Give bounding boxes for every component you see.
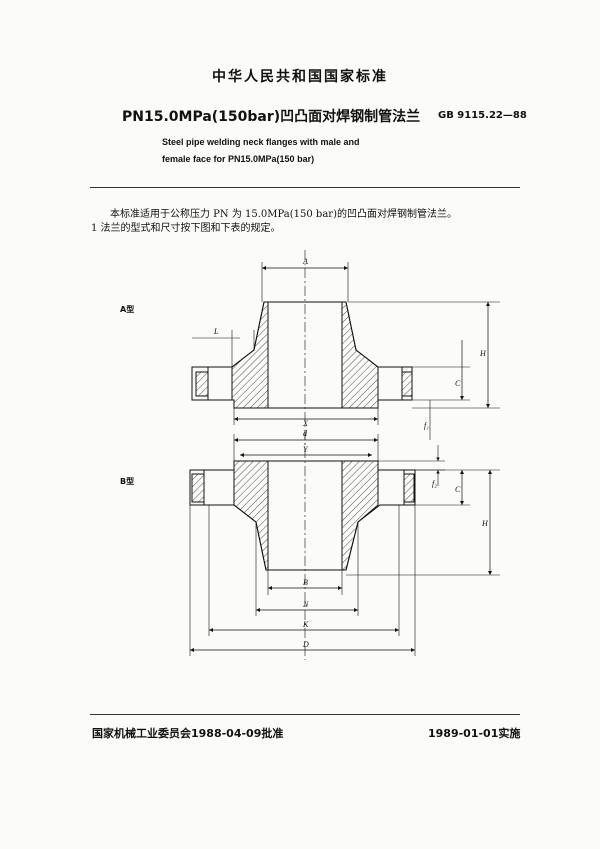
standard-title: PN15.0MPa(150bar)凹凸面对焊钢制管法兰 <box>122 109 421 125</box>
type-b-left-section <box>233 460 269 571</box>
dim-k-label: K <box>302 620 309 629</box>
dim-x-label: X <box>302 419 309 428</box>
english-title-line-1: Steel pipe welding neck flanges with mal… <box>162 137 360 147</box>
header-divider <box>90 187 520 188</box>
type-b-view <box>189 430 500 660</box>
dim-l-label: L <box>213 327 219 336</box>
dim-d-label: d <box>303 429 308 438</box>
standard-number: GB 9115.22—88 <box>438 110 527 121</box>
dim-f2-label: f₂ <box>432 479 437 488</box>
dim-h-label-a: H <box>479 349 487 358</box>
dim-c-label-b: C <box>455 485 461 494</box>
type-b-right-section <box>341 460 379 571</box>
approval-note: 国家机械工业委员会1988-04-09批准 <box>92 727 284 740</box>
type-a-left-section <box>231 301 269 409</box>
dim-d-outer-label: D <box>302 640 309 649</box>
national-standard-heading: 中华人民共和国国家标准 <box>212 69 388 85</box>
effective-date: 1989-01-01实施 <box>428 727 521 740</box>
dim-a-label: A <box>302 257 308 266</box>
dim-y-label: Y <box>303 445 309 454</box>
type-a-right-section <box>341 301 379 409</box>
intro-paragraph: 本标准适用于公称压力 PN 为 15.0MPa(150 bar)的凹凸面对焊钢制… <box>110 209 457 220</box>
dim-h-label-b: H <box>481 519 489 528</box>
dim-c-label-a: C <box>455 379 461 388</box>
english-title-line-2: female face for PN15.0MPa(150 bar) <box>162 154 315 164</box>
clause-1: 1 法兰的型式和尺寸按下图和下表的规定。 <box>91 223 281 234</box>
dim-b-label: B <box>303 578 308 587</box>
footer-divider <box>90 714 520 715</box>
type-b-label: B型 <box>120 476 134 486</box>
type-a-view <box>191 250 500 445</box>
type-a-label: A型 <box>120 304 134 314</box>
dim-f1-label: f₁ <box>424 421 429 430</box>
dim-n-label: N <box>302 600 309 609</box>
